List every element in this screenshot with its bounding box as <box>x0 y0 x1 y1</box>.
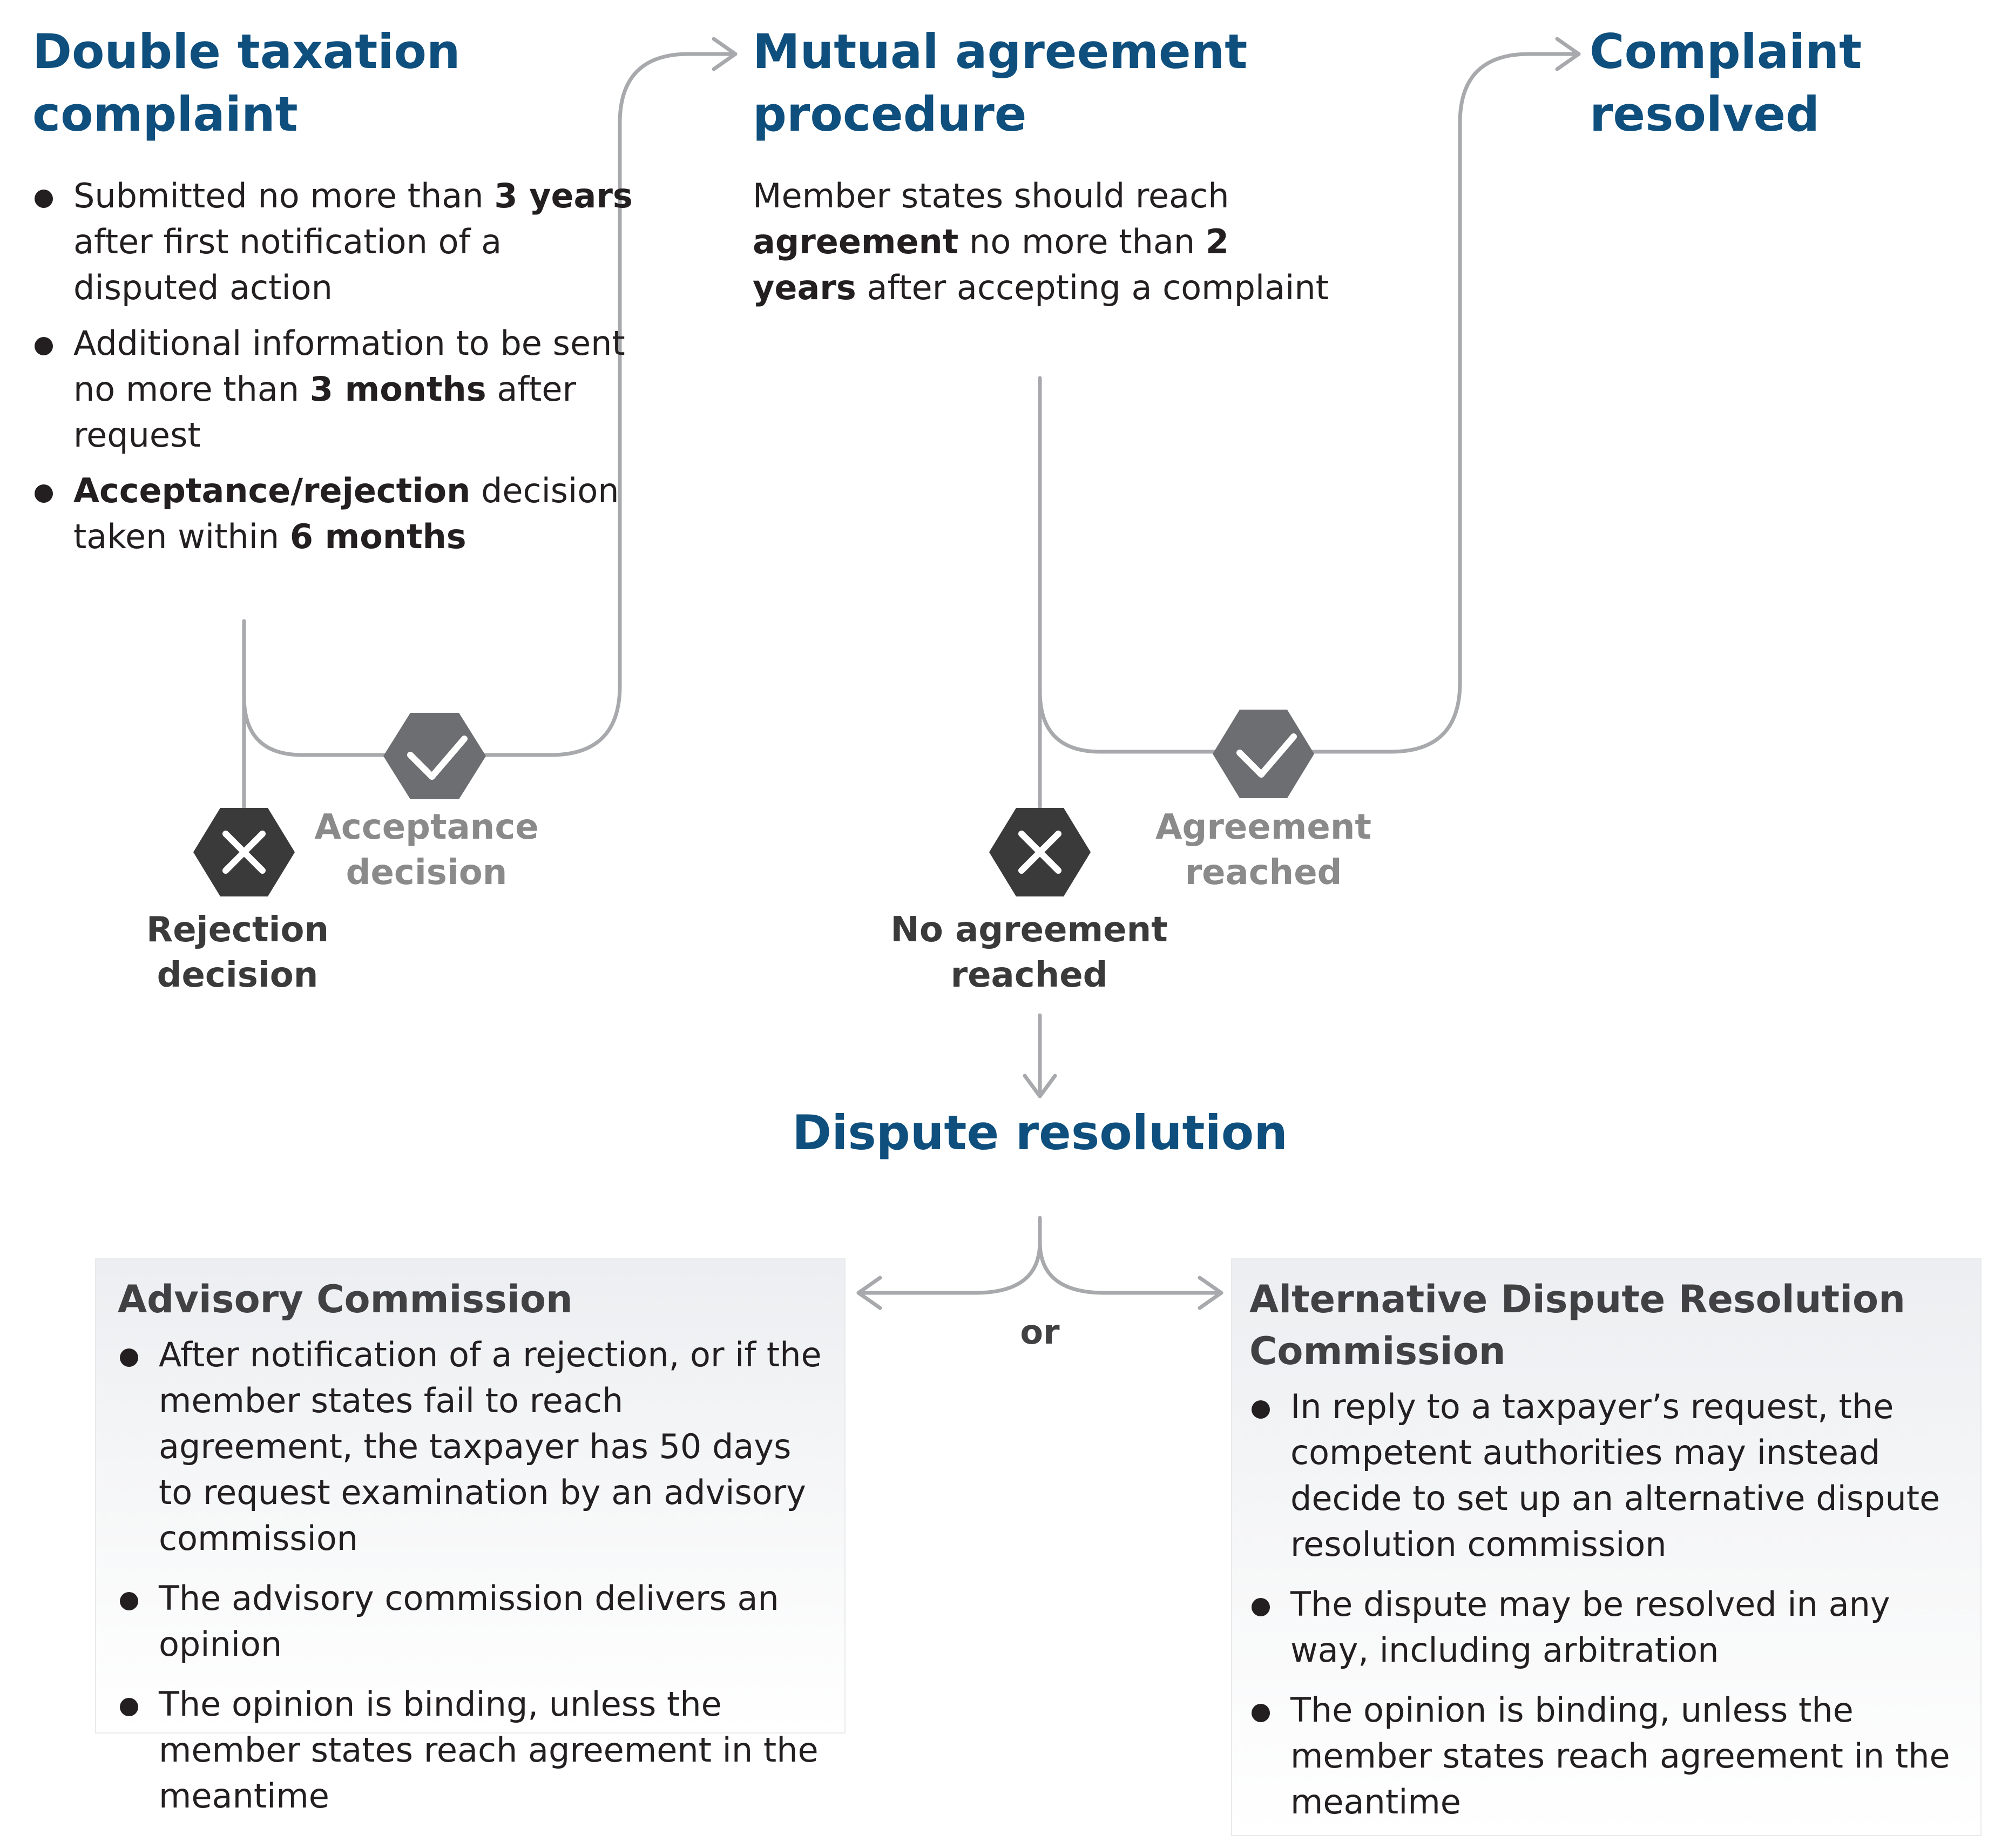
complaint-title: Double taxation complaint <box>32 24 461 142</box>
acceptance-check-icon <box>383 713 486 799</box>
connector-to-advisory <box>856 1216 1042 1295</box>
resolved-section: Complaint resolved <box>1590 21 1967 146</box>
no-agreement-x-icon <box>989 808 1091 896</box>
map-section: Mutual agreement procedure Member states… <box>753 21 1357 311</box>
list-item: The dispute may be resolved in any way, … <box>1249 1581 1961 1673</box>
list-item: The advisory commission delivers an opin… <box>118 1575 825 1667</box>
agreement-check-icon <box>1213 710 1314 798</box>
dispute-title: Dispute resolution <box>792 1105 1288 1161</box>
arrowhead-dispute <box>1023 1074 1057 1098</box>
list-item: The opinion is binding, unless the membe… <box>118 1681 825 1819</box>
rejection-x-icon <box>193 808 295 896</box>
or-label: or <box>1020 1312 1060 1352</box>
arrowhead-adr <box>1198 1276 1223 1310</box>
list-item: In reply to a taxpayer’s request, the co… <box>1249 1384 1961 1567</box>
arrowhead-map <box>712 37 738 71</box>
advisory-title: Advisory Commission <box>118 1277 573 1321</box>
map-description: Member states should reach agreement no … <box>753 176 1329 307</box>
complaint-bullets: Submitted no more than 3 years after fir… <box>32 173 637 559</box>
list-item: Acceptance/rejection decision taken with… <box>32 468 637 559</box>
arrowhead-resolved <box>1555 37 1581 71</box>
list-item: The opinion is binding, unless the membe… <box>1249 1687 1961 1825</box>
map-title: Mutual agreement procedure <box>753 24 1248 142</box>
complaint-section: Double taxation complaint Submitted no m… <box>32 21 637 569</box>
connector-complaint-to-map <box>242 52 738 757</box>
advisory-box: Advisory Commission After notification o… <box>95 1258 846 1816</box>
connector-to-adr <box>1038 1240 1223 1295</box>
list-item: Submitted no more than 3 years after fir… <box>32 173 637 311</box>
advisory-bullets: After notification of a rejection, or if… <box>118 1332 825 1819</box>
list-item: After notification of a rejection, or if… <box>118 1332 825 1561</box>
resolved-title: Complaint resolved <box>1590 24 1862 142</box>
list-item: Additional information to be sent no mor… <box>32 320 637 458</box>
connector-map-to-resolved <box>1038 52 1581 754</box>
arrowhead-advisory <box>856 1276 882 1310</box>
adr-bullets: In reply to a taxpayer’s request, the co… <box>1249 1384 1961 1825</box>
